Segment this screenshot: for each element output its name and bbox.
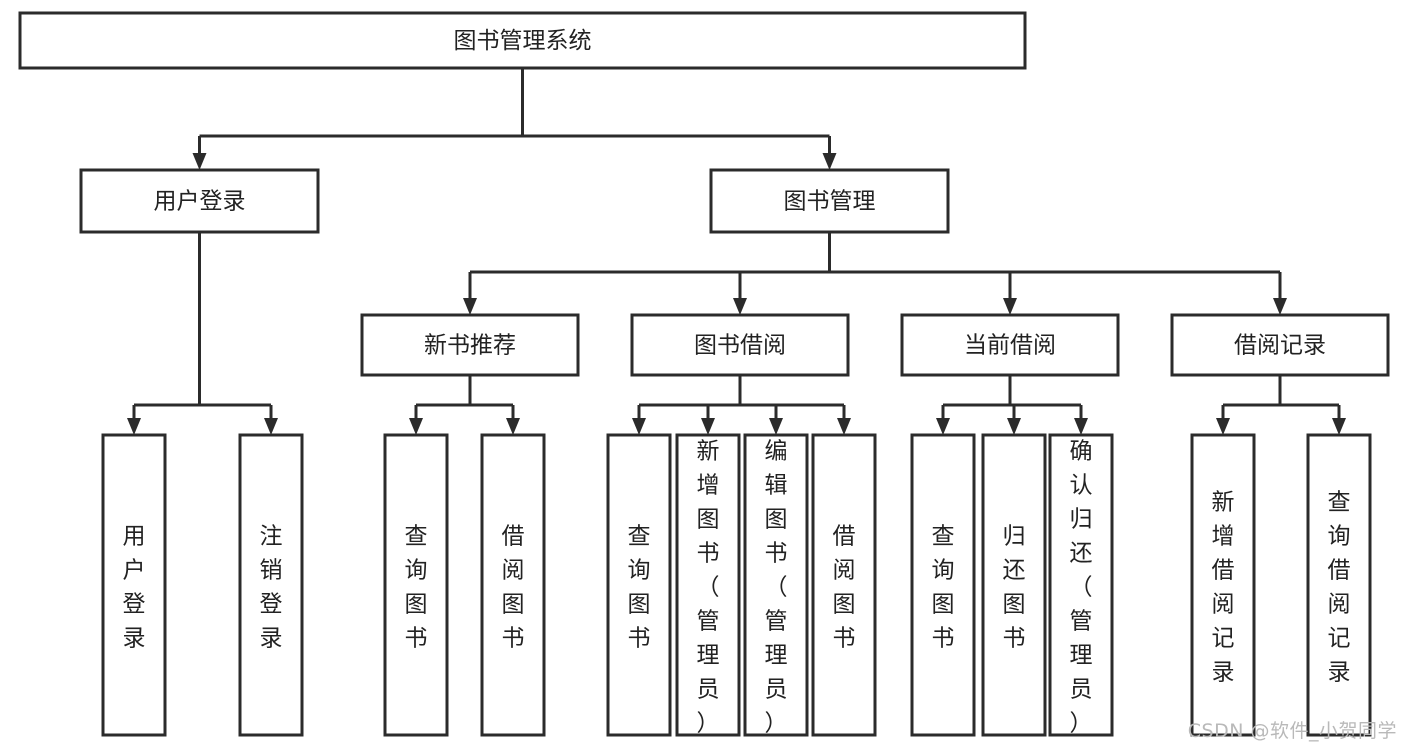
diagram-node-leaf-7[interactable]: 借阅图书	[811, 433, 877, 737]
node-label: 借阅图书	[502, 524, 525, 652]
node-box	[480, 433, 546, 737]
arrow-head-icon	[733, 298, 747, 315]
diagram-node-leaf-0[interactable]: 用户登录	[101, 433, 167, 737]
arrow-head-icon	[837, 418, 851, 435]
diagram-node-leaf-6[interactable]: 编辑图书（管理员）	[743, 433, 809, 737]
arrow-head-icon	[1003, 298, 1017, 315]
node-box	[18, 11, 1027, 70]
arrow-head-icon	[1273, 298, 1287, 315]
diagram-node-leaf-11[interactable]: 新增借阅记录	[1190, 433, 1256, 737]
node-label: 当前借阅	[964, 333, 1056, 359]
node-label: 新增图书（管理员）	[697, 439, 720, 737]
node-label: 注销登录	[260, 524, 283, 652]
node-box	[709, 168, 950, 234]
node-label: 图书管理	[784, 189, 876, 215]
arrow-head-icon	[409, 418, 423, 435]
node-box	[1190, 433, 1256, 737]
arrow-head-icon	[192, 153, 207, 170]
arrow-head-icon	[701, 418, 715, 435]
node-box	[1306, 433, 1372, 737]
node-box	[238, 433, 304, 737]
node-label: 借阅记录	[1234, 333, 1326, 359]
node-label: 查询图书	[932, 524, 955, 652]
diagram-node-leaf-1[interactable]: 注销登录	[238, 433, 304, 737]
diagram-node-leaf-8[interactable]: 查询图书	[910, 433, 976, 737]
arrow-head-icon	[822, 153, 837, 170]
arrow-head-icon	[769, 418, 783, 435]
arrow-head-icon	[1074, 418, 1088, 435]
node-label: 查询图书	[405, 524, 428, 652]
node-label: 查询借阅记录	[1328, 490, 1351, 686]
diagram-nodes: 图书管理系统用户登录图书管理新书推荐图书借阅当前借阅借阅记录用户登录注销登录查询…	[18, 11, 1390, 737]
diagram-node-leaf-9[interactable]: 归还图书	[981, 433, 1047, 737]
node-box	[811, 433, 877, 737]
arrow-head-icon	[127, 418, 141, 435]
diagram-node-root-0[interactable]: 图书管理系统	[18, 11, 1027, 70]
node-box	[101, 433, 167, 737]
node-box	[910, 433, 976, 737]
node-box	[383, 433, 449, 737]
diagram-node-l3-3[interactable]: 借阅记录	[1170, 313, 1390, 377]
diagram-node-l3-0[interactable]: 新书推荐	[360, 313, 580, 377]
diagram-node-leaf-12[interactable]: 查询借阅记录	[1306, 433, 1372, 737]
arrow-head-icon	[632, 418, 646, 435]
node-box	[900, 313, 1120, 377]
node-label: 确认归还（管理员）	[1070, 439, 1093, 737]
node-label: 编辑图书（管理员）	[765, 439, 788, 737]
node-label: 新书推荐	[424, 333, 516, 359]
arrow-head-icon	[463, 298, 477, 315]
arrow-head-icon	[506, 418, 520, 435]
node-box	[675, 433, 741, 737]
diagram-node-leaf-5[interactable]: 新增图书（管理员）	[675, 433, 741, 737]
node-label: 新增借阅记录	[1212, 490, 1235, 686]
node-box	[1170, 313, 1390, 377]
arrow-head-icon	[1216, 418, 1230, 435]
node-label: 图书管理系统	[454, 28, 592, 54]
node-box	[1048, 433, 1114, 737]
node-box	[743, 433, 809, 737]
arrow-head-icon	[936, 418, 950, 435]
node-box	[79, 168, 320, 234]
arrow-head-icon	[1007, 418, 1021, 435]
diagram-node-leaf-4[interactable]: 查询图书	[606, 433, 672, 737]
node-label: 借阅图书	[833, 524, 856, 652]
diagram-node-l3-2[interactable]: 当前借阅	[900, 313, 1120, 377]
connector-lines	[127, 68, 1346, 435]
node-label: 用户登录	[154, 189, 246, 215]
diagram-node-leaf-10[interactable]: 确认归还（管理员）	[1048, 433, 1114, 737]
node-label: 归还图书	[1003, 524, 1026, 652]
node-box	[630, 313, 850, 377]
diagram-node-l2-0[interactable]: 用户登录	[79, 168, 320, 234]
node-label: 图书借阅	[694, 333, 786, 359]
diagram-node-l2-1[interactable]: 图书管理	[709, 168, 950, 234]
node-box	[360, 313, 580, 377]
node-box	[606, 433, 672, 737]
diagram-node-leaf-2[interactable]: 查询图书	[383, 433, 449, 737]
node-label: 查询图书	[628, 524, 651, 652]
arrow-head-icon	[1332, 418, 1346, 435]
node-box	[981, 433, 1047, 737]
arrow-head-icon	[264, 418, 278, 435]
diagram-node-leaf-3[interactable]: 借阅图书	[480, 433, 546, 737]
node-label: 用户登录	[123, 524, 146, 652]
diagram-node-l3-1[interactable]: 图书借阅	[630, 313, 850, 377]
